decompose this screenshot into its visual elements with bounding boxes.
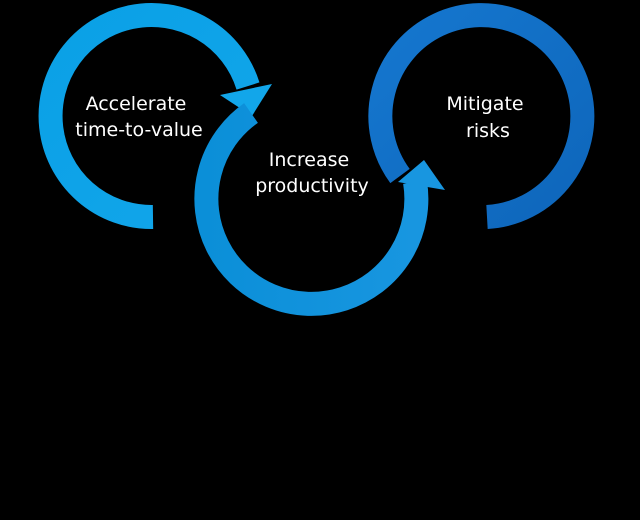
cycle-productivity: Increase productivity [194,103,445,316]
cycle-accelerate-arc [38,3,260,230]
cycle-productivity-line2: productivity [255,175,369,197]
cycle-mitigate: Mitigate risks [368,3,595,229]
cycle-productivity-arrowhead [398,160,445,190]
cycle-mitigate-line2: risks [466,120,510,142]
cycle-productivity-label: Increase productivity [255,149,369,197]
cycle-accelerate-arrowhead [220,84,272,116]
cycle-mitigate-label: Mitigate risks [446,93,529,142]
cycle-accelerate-line1: Accelerate [86,93,187,115]
cycle-mitigate-arc [368,3,595,229]
cycle-productivity-arc [194,103,429,316]
cycle-productivity-line1: Increase [269,149,349,171]
cycle-mitigate-line1: Mitigate [446,93,523,115]
cycle-accelerate-line2: time-to-value [75,119,202,141]
cycle-accelerate: Accelerate time-to-value [38,3,272,230]
cycle-accelerate-label: Accelerate time-to-value [75,93,202,141]
